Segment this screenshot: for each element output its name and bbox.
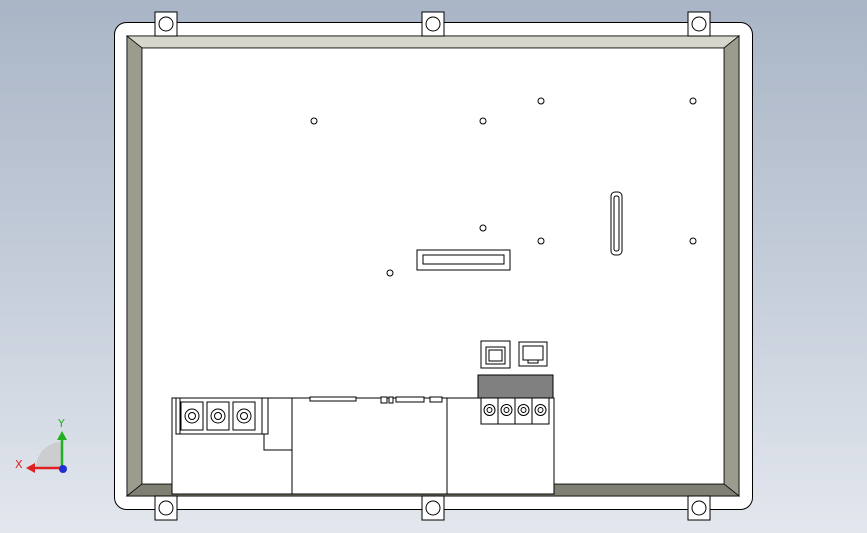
- expansion-slot: [416, 249, 511, 271]
- serial-connector-module: [291, 396, 448, 495]
- terminal-screw: [180, 401, 256, 431]
- usb-b-port-icon: [480, 340, 511, 369]
- rj45-port-icon: [518, 341, 548, 367]
- mounting-clip-icon: [154, 11, 711, 521]
- screw-hole: [310, 97, 697, 277]
- coordinate-triad: [26, 431, 67, 473]
- vertical-slot: [610, 191, 623, 256]
- x-axis-label: X: [15, 458, 23, 471]
- terminal-screw: [480, 397, 550, 425]
- io-terminal-block: [446, 374, 555, 495]
- y-axis-label: Y: [57, 417, 65, 430]
- power-terminal-block: [171, 397, 293, 495]
